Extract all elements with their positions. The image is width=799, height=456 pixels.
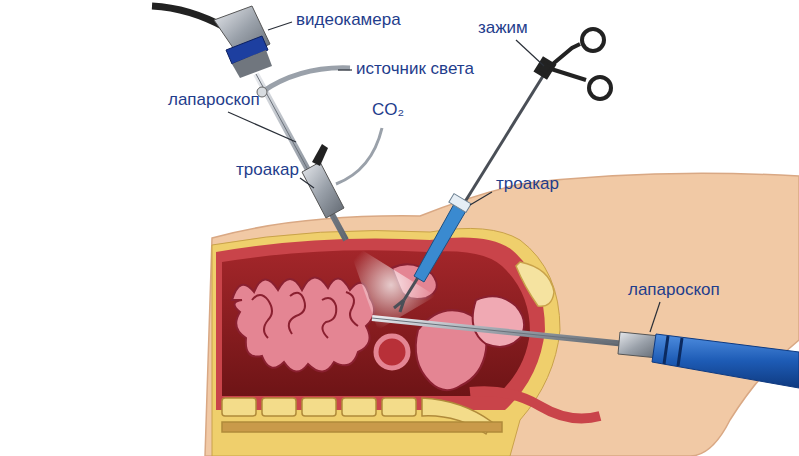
clamp-jaws xyxy=(394,300,404,312)
bladder xyxy=(473,296,525,347)
light-source-label: источник света xyxy=(356,59,474,79)
laparoscope-label: лапароскоп xyxy=(168,90,260,110)
leader-lines xyxy=(228,22,660,332)
trocar-right xyxy=(414,204,466,282)
rectum xyxy=(470,391,600,418)
pubic-bone xyxy=(516,262,554,306)
laparoscope-label: лапароскоп xyxy=(628,280,720,300)
gas-label: CO₂ xyxy=(372,100,404,120)
laparoscope-handle xyxy=(652,334,799,388)
co2-tube xyxy=(336,128,382,184)
bowel-loop xyxy=(376,336,408,368)
trocar-left xyxy=(302,162,344,218)
abdominal-wall xyxy=(216,238,545,410)
laparoscope-shaft xyxy=(372,318,626,344)
trocar-label: троакар xyxy=(236,160,299,180)
intestines xyxy=(232,277,374,371)
fat-layer xyxy=(212,228,560,456)
clamp-label: зажим xyxy=(478,18,528,38)
spine xyxy=(222,398,502,434)
laparoscope-shaft-top xyxy=(256,74,346,240)
clamp-handle xyxy=(536,29,611,99)
camera-label: видеокамера xyxy=(296,10,401,30)
trocar-label: троакар xyxy=(496,174,559,194)
camera-cable xyxy=(152,6,226,28)
light-beam xyxy=(346,240,436,330)
body-skin xyxy=(205,173,799,456)
light-cable xyxy=(262,68,350,92)
